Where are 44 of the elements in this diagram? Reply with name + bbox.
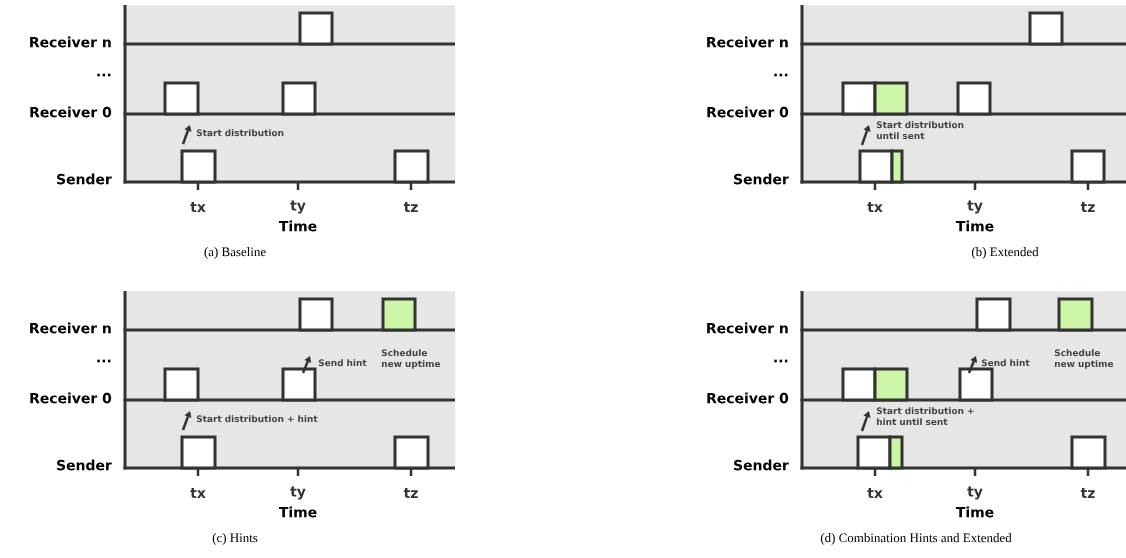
axis-title: Time: [278, 506, 317, 518]
ellipsis-label: ...: [774, 359, 788, 363]
panel-label: (c) Hints: [212, 533, 258, 545]
axis-title: Time: [955, 220, 994, 232]
ellipsis-label: ...: [97, 359, 111, 363]
tick-label: tz: [403, 202, 418, 212]
annotation: Start distribution until sent: [876, 121, 964, 140]
ellipsis-label: ...: [97, 73, 111, 77]
row-label: Receiver 0: [707, 392, 789, 404]
row-label: Receiver n: [707, 36, 788, 48]
tick-label: ty: [290, 200, 306, 214]
annotation: Start distribution + hint until sent: [876, 407, 974, 426]
row-label: Sender: [734, 459, 789, 471]
annotation: Schedule new uptime: [1054, 349, 1114, 369]
row-label: Receiver 0: [30, 392, 112, 404]
row-label: Sender: [57, 173, 112, 185]
annotation: Send hint: [318, 359, 367, 367]
annotation: Start distribution: [196, 129, 284, 137]
tick-label: tx: [867, 488, 883, 498]
tick-label: ty: [290, 486, 306, 500]
tick-label: tz: [403, 488, 418, 498]
tick-label: tz: [1080, 488, 1095, 498]
tick-label: ty: [967, 200, 983, 214]
ellipsis-label: ...: [774, 73, 788, 77]
tick-label: tx: [867, 202, 883, 212]
tick-label: tx: [190, 488, 206, 498]
row-label: Receiver n: [30, 36, 111, 48]
panel-label: (b) Extended: [971, 247, 1039, 259]
row-label: Receiver 0: [30, 106, 112, 118]
row-label: Receiver n: [707, 322, 788, 334]
annotation: Start distribution + hint: [196, 415, 318, 423]
panel-label: (d) Combination Hints and Extended: [820, 533, 1012, 545]
row-label: Receiver n: [30, 322, 111, 334]
annotation: Send hint: [981, 359, 1030, 367]
tick-label: tx: [190, 202, 206, 212]
tick-label: ty: [967, 486, 983, 500]
tick-label: tz: [1080, 202, 1095, 212]
row-label: Sender: [57, 459, 112, 471]
axis-title: Time: [278, 220, 317, 232]
panel-label: (a) Baseline: [204, 247, 266, 259]
row-label: Receiver 0: [707, 106, 789, 118]
axis-title: Time: [955, 506, 994, 518]
row-label: Sender: [734, 173, 789, 185]
annotation: Schedule new uptime: [381, 349, 441, 369]
